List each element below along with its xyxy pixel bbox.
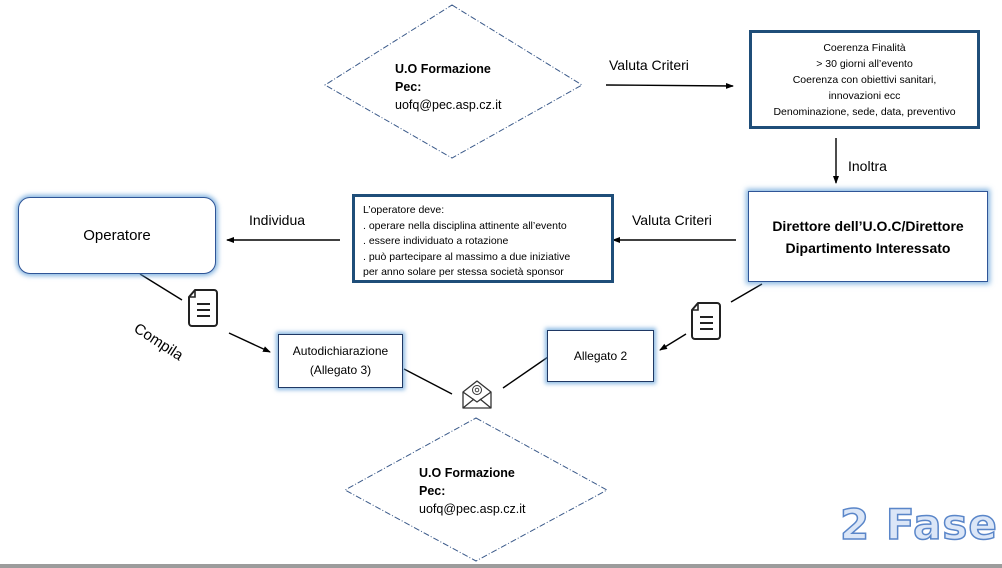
criteria-box: Coerenza Finalità > 30 giorni all’evento… xyxy=(749,30,980,129)
requirement-line: . operare nella disciplina attinente all… xyxy=(363,219,567,232)
connector-operator-document xyxy=(139,273,183,301)
criteria-line: innovazioni ecc xyxy=(828,89,901,102)
criteria-line: Coerenza con obiettivi sanitari, xyxy=(792,73,937,86)
criteria-line: > 30 giorni all’evento xyxy=(816,57,913,70)
node-email: uofq@pec.asp.cz.it xyxy=(395,98,502,112)
top-diamond-node: U.O Formazione Pec: uofq@pec.asp.cz.it xyxy=(395,60,502,114)
connector-autodich-email xyxy=(403,368,453,395)
edge-label-inoltra: Inoltra xyxy=(848,158,887,174)
node-pec-label: Pec: xyxy=(419,484,446,498)
document-icon xyxy=(188,289,218,327)
node-title: U.O Formazione xyxy=(395,62,491,76)
connector-director-document xyxy=(730,283,763,303)
allegato2-label: Allegato 2 xyxy=(573,349,628,363)
node-title: U.O Formazione xyxy=(419,466,515,480)
bottom-diamond-shape xyxy=(343,417,609,562)
document-icon xyxy=(691,302,721,340)
arrow-valuta-criteri-top xyxy=(605,82,734,89)
autodich-line: (Allegato 3) xyxy=(309,363,372,377)
director-box: Direttore dell’U.O.C/Direttore Dipartime… xyxy=(748,191,988,282)
bottom-diamond-node: U.O Formazione Pec: uofq@pec.asp.cz.it xyxy=(419,464,526,518)
node-email: uofq@pec.asp.cz.it xyxy=(419,502,526,516)
requirement-line: L’operatore deve: xyxy=(363,204,445,216)
requirement-line: . essere individuato a rotazione xyxy=(363,235,509,247)
email-at-icon xyxy=(462,380,492,409)
edge-label-individua: Individua xyxy=(249,212,306,228)
arrow-document-allegato2 xyxy=(659,333,687,351)
operator-label: Operatore xyxy=(83,227,151,244)
requirement-line: per anno solare per stessa società spons… xyxy=(363,266,564,278)
phase-label: 2 Fase xyxy=(839,499,998,550)
criteria-line: Denominazione, sede, data, preventivo xyxy=(773,105,956,118)
director-line: Dipartimento Interessato xyxy=(785,239,951,256)
bottom-divider xyxy=(0,564,1002,568)
director-line: Direttore dell’U.O.C/Direttore xyxy=(772,217,964,234)
requirements-box: L’operatore deve: . operare nella discip… xyxy=(352,194,614,283)
autodichiarazione-box: Autodichiarazione (Allegato 3) xyxy=(278,334,403,388)
autodich-line: Autodichiarazione xyxy=(292,344,389,358)
operator-box: Operatore xyxy=(18,197,216,274)
edge-label-valuta-criteri-mid: Valuta Criteri xyxy=(632,212,712,228)
connector-email-allegato2 xyxy=(502,356,549,389)
requirement-line: . può partecipare al massimo a due inizi… xyxy=(363,250,571,263)
edge-label-valuta-criteri-top: Valuta Criteri xyxy=(609,57,689,73)
node-pec-label: Pec: xyxy=(395,80,422,94)
arrow-compila xyxy=(228,332,271,353)
criteria-line: Coerenza Finalità xyxy=(823,41,906,54)
top-diamond-shape xyxy=(324,4,583,159)
allegato2-box: Allegato 2 xyxy=(547,330,654,382)
